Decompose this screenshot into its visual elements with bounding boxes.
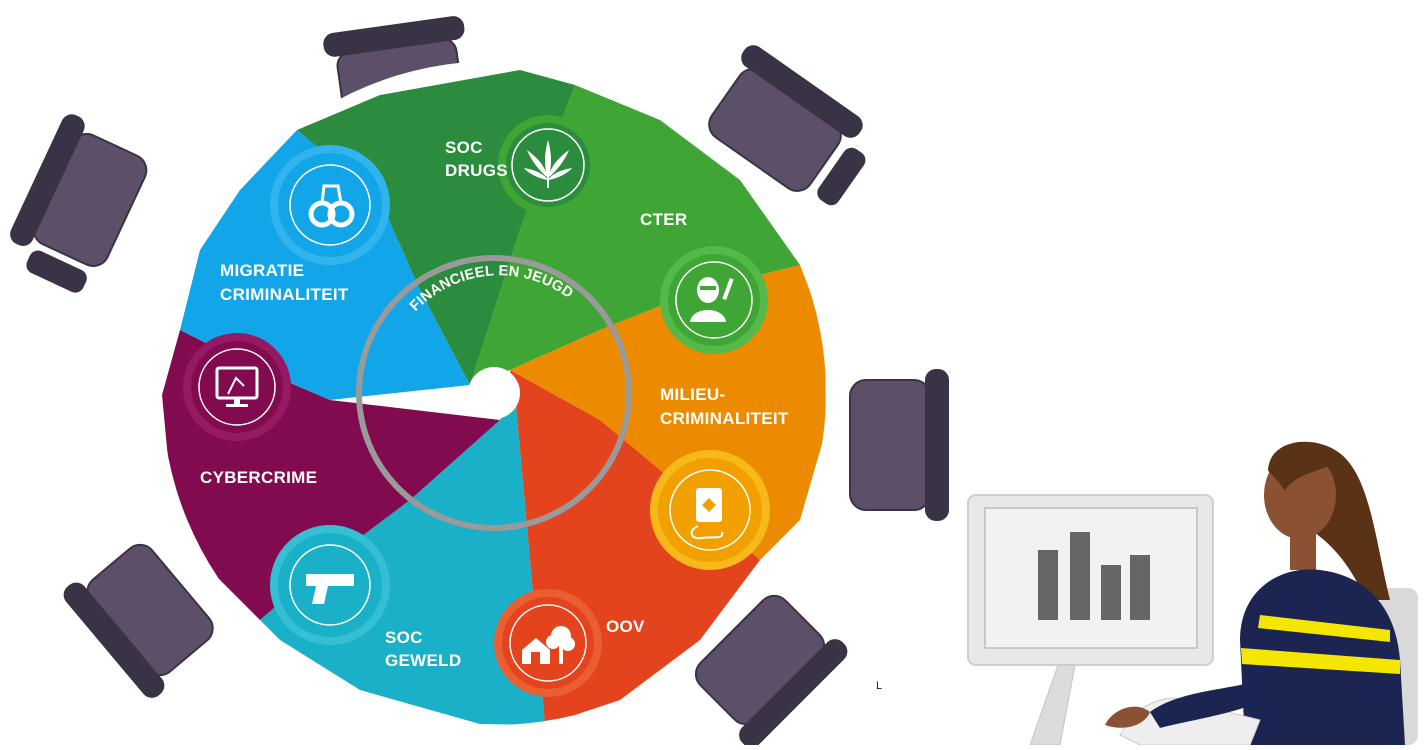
center-hole <box>468 367 520 419</box>
analyst-illustration <box>967 441 1418 746</box>
segment-migratie <box>180 130 470 400</box>
icon-soc-drugs <box>498 115 598 215</box>
label-milieu-1: MILIEU- <box>660 385 725 404</box>
bar-chart-bar <box>1038 550 1058 620</box>
label-cter: CTER <box>640 210 687 229</box>
handgun-icon <box>306 574 354 604</box>
chair-right <box>849 369 949 521</box>
label-migratie-1: MIGRATIE <box>220 261 304 280</box>
chairs <box>10 16 949 748</box>
icon-cybercrime <box>183 333 291 441</box>
bar-chart-bar <box>1070 532 1090 620</box>
label-soc-drugs-1: SOC <box>445 138 483 157</box>
icon-soc-geweld <box>270 525 390 645</box>
icon-oov <box>494 589 602 697</box>
chair-top-left <box>10 114 148 293</box>
label-oov: OOV <box>606 617 645 636</box>
monitor <box>967 494 1214 746</box>
label-cybercrime: CYBERCRIME <box>200 468 317 487</box>
oil-barrel-icon <box>690 488 724 540</box>
icon-cter <box>660 246 768 354</box>
masked-person-icon <box>690 277 734 322</box>
icon-migratie <box>270 145 390 265</box>
bar-chart-bar <box>1130 555 1150 620</box>
bar-chart-bar <box>1101 565 1121 620</box>
chair-bottom-left <box>63 543 214 698</box>
cannabis-leaf-icon <box>524 140 572 188</box>
label-soc-geweld-2: GEWELD <box>385 651 461 670</box>
stray-letter: L <box>876 680 883 692</box>
label-migratie-2: CRIMINALITEIT <box>220 285 349 304</box>
computer-monitor-icon <box>215 366 259 407</box>
label-soc-geweld-1: SOC <box>385 628 423 647</box>
chair-bottom-right <box>694 594 848 748</box>
handcuffs-icon <box>308 184 355 228</box>
woman-figure <box>1105 441 1418 746</box>
label-soc-drugs-2: DRUGS <box>445 161 508 180</box>
financieel-jeugd-ring <box>356 255 632 531</box>
house-tree-icon <box>522 626 575 664</box>
segment-labels: SOC DRUGS CTER MILIEU- CRIMINALITEIT OOV… <box>200 138 789 670</box>
label-milieu-2: CRIMINALITEIT <box>660 409 789 428</box>
icon-milieu <box>650 450 770 570</box>
chair-top-right <box>708 45 866 206</box>
